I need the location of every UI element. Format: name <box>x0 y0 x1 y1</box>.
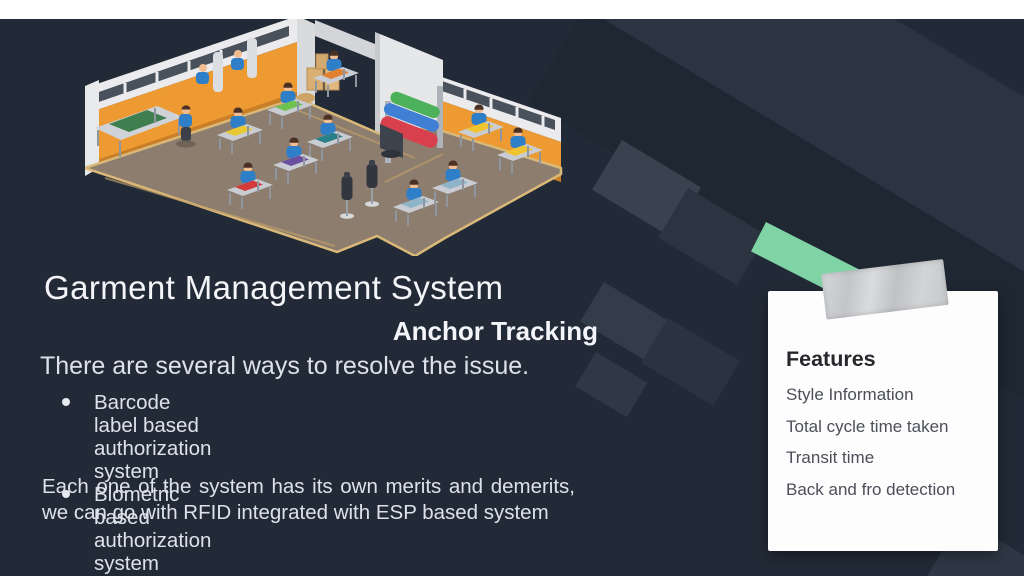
list-item-label: Biometric based authorization system <box>94 483 212 575</box>
list-item: Biometric based authorization system <box>60 483 211 575</box>
list-item: Barcode label based authorization system <box>60 391 211 483</box>
feature-item: Back and fro detection <box>786 479 956 499</box>
body-paragraph: Each one of the system has its own merit… <box>42 475 575 524</box>
bullet-icon <box>62 490 70 498</box>
features-card: Features Style Information Total cycle t… <box>768 291 998 551</box>
page-subtitle: Anchor Tracking <box>392 316 598 346</box>
ironing-stations <box>196 38 257 92</box>
features-list: Style Information Total cycle time taken… <box>786 386 998 498</box>
bullet-icon <box>62 398 70 406</box>
printing-machine <box>380 124 403 158</box>
fabric-rolls <box>380 91 440 148</box>
left-wall-orange <box>85 42 297 170</box>
feature-item: Transit time <box>786 448 875 467</box>
features-card-title: Features <box>786 347 876 371</box>
top-white-bar <box>0 0 1024 19</box>
cutting-table <box>95 105 196 157</box>
feature-item: Style Information <box>786 385 914 404</box>
page-title: Garment Management System <box>44 269 504 306</box>
factory-illustration <box>85 16 563 256</box>
feature-item: Total cycle time taken <box>786 416 949 436</box>
list-item-label: Barcode label based authorization system <box>94 391 212 483</box>
intro-text: There are several ways to resolve the is… <box>40 352 530 380</box>
